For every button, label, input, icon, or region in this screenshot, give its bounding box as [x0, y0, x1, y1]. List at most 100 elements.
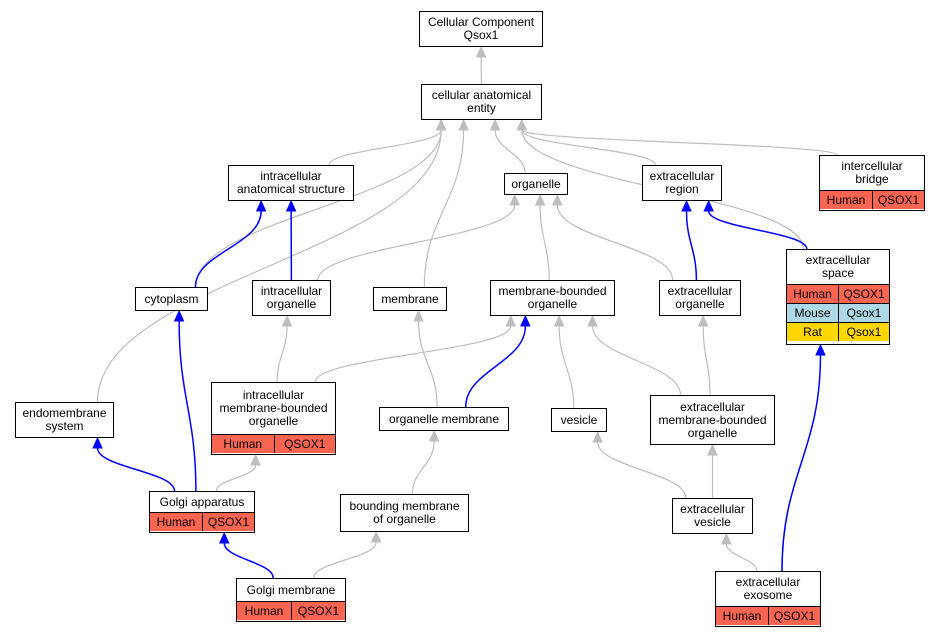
arrowhead-icon — [173, 309, 185, 322]
edge-line — [702, 325, 711, 396]
organism-label: Human — [722, 608, 762, 623]
edge-exves-to-embo — [707, 443, 718, 499]
go-term-membrane[interactable]: membrane — [373, 287, 447, 311]
organism-label: Human — [826, 192, 866, 207]
go-term-label: Golgi membrane — [246, 582, 336, 597]
arrowhead-icon — [413, 309, 424, 322]
edge-line — [521, 129, 656, 166]
go-term-cae[interactable]: cellular anatomical entity — [421, 84, 542, 120]
edge-vesicle-to-mbo — [553, 314, 575, 409]
edge-line — [411, 440, 435, 495]
go-term-mbo[interactable]: membrane-bounded organelle — [490, 280, 615, 316]
edge-exosome-to-exspace — [781, 343, 826, 572]
edge-line — [276, 325, 288, 383]
gene-label: QSOX1 — [838, 285, 889, 303]
go-term-label: Cellular Component Qsox1 — [427, 15, 535, 42]
go-term-exorg[interactable]: extracellular organelle — [659, 280, 741, 316]
edge-line — [195, 129, 442, 288]
edge-line — [423, 129, 465, 288]
edge-golgi-to-imbo — [215, 453, 261, 492]
edge-line — [494, 129, 526, 174]
edge-line — [591, 325, 682, 396]
edge-line — [96, 447, 176, 492]
arrowhead-icon — [475, 45, 487, 58]
go-term-organelle[interactable]: organelle — [504, 173, 568, 195]
organism-label: Rat — [803, 324, 822, 339]
arrowhead-icon — [281, 314, 293, 327]
edge-embo-to-exorg — [697, 314, 711, 396]
go-term-bmo[interactable]: bounding membrane of organelle — [340, 494, 469, 532]
go-term-label: extracellular membrane-bounded organelle — [658, 399, 767, 440]
arrowhead-icon — [516, 118, 528, 131]
go-term-imbo[interactable]: intracellular membrane-bounded organelle… — [211, 382, 336, 455]
go-term-icorg[interactable]: intracellular organelle — [252, 280, 331, 316]
arrowhead-icon — [553, 314, 565, 327]
go-term-vesicle[interactable]: vesicle — [551, 408, 607, 432]
edge-cytoplasm-to-cae — [195, 118, 447, 288]
edge-imbo-to-mbo — [314, 314, 517, 383]
edge-embo-to-mbo — [587, 314, 682, 396]
arrowhead-icon — [703, 199, 714, 212]
arrowhead-icon — [489, 118, 501, 131]
arrowhead-icon — [218, 531, 230, 544]
go-term-root[interactable]: Cellular Component Qsox1 — [419, 11, 543, 47]
arrowhead-icon — [250, 453, 261, 466]
arrowhead-icon — [697, 314, 709, 327]
edge-line — [685, 210, 698, 281]
go-term-label: extracellular exosome — [735, 575, 801, 602]
edge-exorg-to-organelle — [552, 193, 674, 281]
organism-label: Mouse — [794, 305, 831, 320]
arrowhead-icon — [509, 193, 520, 206]
edge-line — [317, 204, 516, 281]
go-term-label: intracellular anatomical structure — [236, 169, 346, 196]
edge-line — [215, 464, 257, 492]
arrowhead-icon — [534, 193, 546, 206]
edge-endo-to-cae — [96, 118, 447, 403]
edge-line — [781, 354, 822, 572]
edge-exorg-to-exreg — [681, 199, 698, 281]
edge-mbo-to-organelle — [534, 193, 550, 281]
edge-line — [597, 441, 687, 499]
gene-label: Qsox1 — [838, 304, 889, 322]
edge-line — [558, 325, 575, 409]
arrowhead-icon — [721, 532, 732, 545]
go-term-label: organelle — [511, 176, 561, 191]
edge-line — [313, 541, 377, 579]
arrowhead-icon — [435, 118, 447, 131]
go-term-orgmem[interactable]: organelle membrane — [379, 407, 509, 431]
go-term-label: cellular anatomical entity — [431, 88, 532, 115]
arrowhead-icon — [285, 199, 297, 212]
gene-label: QSOX1 — [291, 602, 345, 620]
organism-label: Human — [156, 514, 196, 529]
arrowhead-icon — [92, 436, 103, 449]
go-term-cytoplasm[interactable]: cytoplasm — [135, 287, 208, 311]
go-term-endo[interactable]: endomembrane system — [15, 402, 114, 438]
arrowhead-icon — [520, 314, 531, 327]
go-term-ias[interactable]: intracellular anatomical structure — [228, 165, 354, 201]
arrowhead-icon — [592, 430, 603, 443]
arrowhead-icon — [587, 314, 598, 327]
go-term-exves[interactable]: extracellular vesicle — [672, 498, 753, 534]
edge-orgmem-to-membrane — [413, 309, 438, 408]
arrowhead-icon — [505, 314, 517, 327]
edge-golgi-to-endo — [92, 436, 176, 492]
organism-label: Human — [244, 603, 284, 618]
edge-line — [96, 129, 442, 403]
go-term-label: organelle membrane — [388, 411, 500, 426]
edge-imbo-to-icorg — [276, 314, 293, 383]
edge-exspace-to-exreg — [703, 199, 808, 250]
edge-golgi-to-cytoplasm — [173, 309, 197, 492]
go-term-embo[interactable]: extracellular membrane-bounded organelle — [650, 395, 775, 445]
go-term-label: intracellular membrane-bounded organelle — [219, 388, 328, 428]
go-term-exreg[interactable]: extracellular region — [642, 165, 722, 201]
arrowhead-icon — [681, 199, 692, 212]
